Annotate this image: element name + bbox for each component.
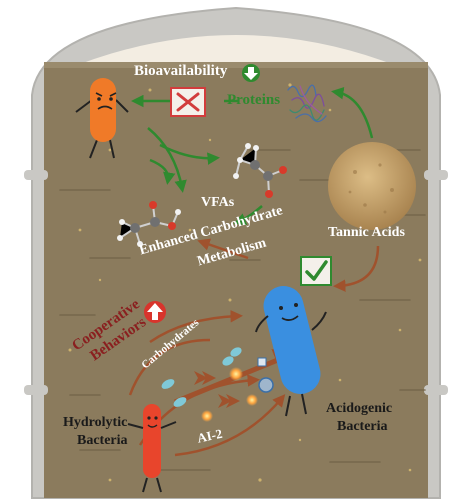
check-icon [300, 256, 332, 286]
acidogenic-label-line2: Bacteria [337, 419, 388, 434]
carbohydrate-molecules [161, 347, 242, 407]
vfas-label: VFAs [201, 195, 235, 210]
ai2-signal-molecules [201, 367, 258, 422]
inhibit-x-icon [170, 87, 206, 117]
double-chevron-icon [194, 371, 216, 385]
tannic-acid-powder [328, 142, 416, 230]
vfa-molecule [117, 201, 181, 247]
inhibited-bacterium [75, 78, 129, 159]
double-chevron-icon [218, 394, 240, 408]
acidogenic-label-line1: Acidogenic [326, 401, 393, 416]
tannic-acids-label: Tannic Acids [328, 225, 405, 240]
up-arrow-icon [144, 301, 166, 323]
hydrolytic-bacterium [127, 404, 177, 493]
enzyme-icons [257, 357, 274, 393]
hydrolytic-label-line1: Hydrolytic [63, 415, 128, 430]
protein-structure [287, 84, 327, 123]
bioavailability-label: Bioavailability [134, 63, 228, 79]
vfa-molecule [233, 143, 287, 198]
down-arrow-icon [242, 64, 260, 82]
acidogenic-bacterium [255, 286, 327, 417]
hydrolytic-label-line2: Bacteria [77, 433, 128, 448]
tank-rim [44, 62, 428, 68]
proteins-label: Proteins [227, 92, 281, 108]
